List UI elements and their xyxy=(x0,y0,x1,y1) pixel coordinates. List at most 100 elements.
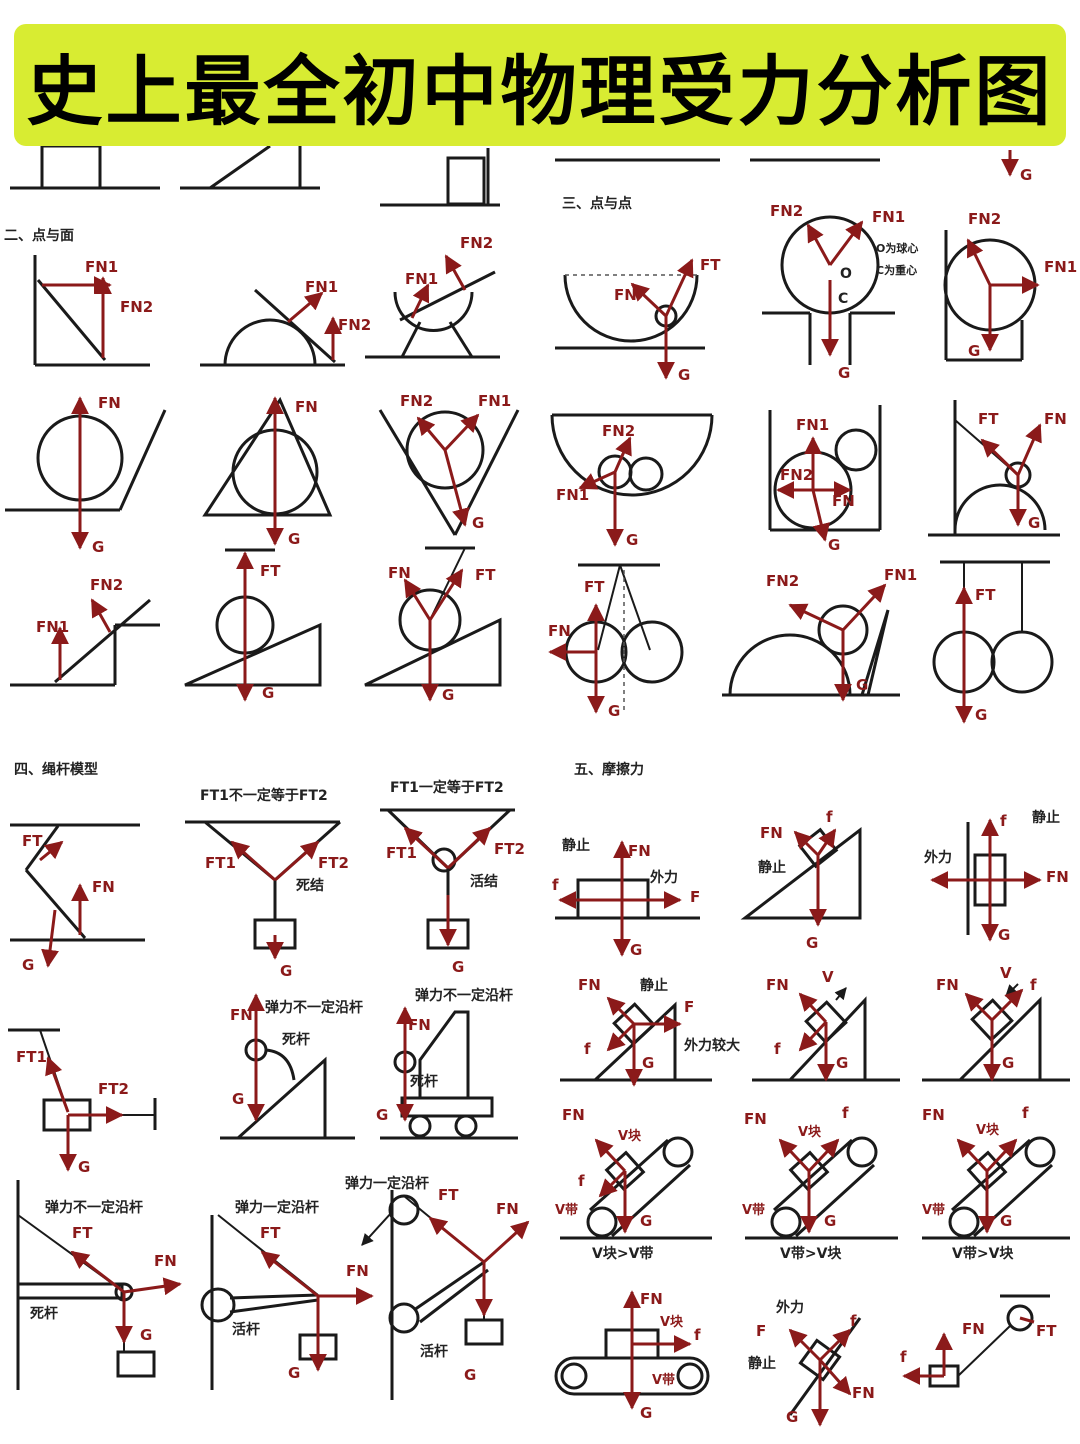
g-label: G xyxy=(608,702,620,720)
diagram-friction-block-on-incline: 静止 FN f G xyxy=(740,808,862,952)
g-label: G xyxy=(1000,1212,1012,1230)
diagram-elastic-not-along-dead-rod: 弹力不一定沿杆 死杆 FN G xyxy=(220,993,363,1140)
diagram-horizontal-conveyor: FN V块 f V带 G xyxy=(554,1290,710,1422)
ft-label: FT xyxy=(1036,1322,1057,1340)
ft1-eq-ft2-note: FT1一定等于FT2 xyxy=(390,779,504,796)
v-block-label: V块 xyxy=(798,1124,822,1140)
fn-label: FN xyxy=(346,1262,369,1280)
diagram-live-knot: FT1一定等于FT2 FT1 FT2 活结 G xyxy=(380,779,525,976)
f-small-label: f xyxy=(1000,812,1007,830)
static-label: 静止 xyxy=(758,859,786,876)
diagram-rope-rod-incline: FT FN G xyxy=(10,823,145,974)
f-small-label: f xyxy=(842,1104,849,1122)
g-label: G xyxy=(806,934,818,952)
fn-label: FN xyxy=(922,1106,945,1124)
fn-label: FN xyxy=(496,1200,519,1218)
diagram-ball-on-hemisphere-wall: FT FN G xyxy=(928,400,1067,537)
g-label: G xyxy=(975,706,987,724)
diagram-hung-ball-on-incline: FT G xyxy=(184,548,322,702)
g-label: G xyxy=(836,1054,848,1072)
external-force-label: 外力 xyxy=(924,849,952,866)
ft1-neq-ft2-note: FT1不一定等于FT2 xyxy=(200,787,328,804)
diagram-conveyor-block-faster: FN V块 f G V带 V块>V带 xyxy=(555,1106,712,1262)
f-big-label: F xyxy=(684,998,694,1016)
page-title: 史上最全初中物理受力分析图 xyxy=(26,47,1054,136)
g-label: G xyxy=(92,538,104,556)
v-block-label: V块 xyxy=(976,1122,1000,1138)
g-label: G xyxy=(786,1408,798,1426)
fn2-label: FN2 xyxy=(90,576,123,594)
elastic-along-rod-note: 弹力一定沿杆 xyxy=(235,1199,319,1216)
fn-label: FN xyxy=(408,1016,431,1034)
f-small-label: f xyxy=(584,1040,591,1058)
vbelt-gt-vblock-label: V带>V块 xyxy=(780,1246,842,1262)
fn2-label: FN2 xyxy=(460,234,493,252)
external-force-label: 外力 xyxy=(650,869,678,886)
dead-rod-label: 死杆 xyxy=(29,1305,58,1322)
section-friction: 五、摩擦力 xyxy=(574,761,644,778)
g-label: G xyxy=(824,1212,836,1230)
ft2-label: FT2 xyxy=(98,1080,129,1098)
diagram-friction-block-force: 静止 FN 外力 F f G xyxy=(552,837,700,959)
fn2-label: FN2 xyxy=(780,466,813,484)
fn-label: FN xyxy=(388,564,411,582)
fn-label: FN xyxy=(832,492,855,510)
diagram-hinge-dead-rod: 弹力不一定沿杆 死杆 FT FN G xyxy=(16,1180,182,1390)
fn-label: FN xyxy=(640,1290,663,1308)
static-label: 静止 xyxy=(640,977,668,994)
fn-label: FN xyxy=(230,1006,253,1024)
c-note: C为重心 xyxy=(876,263,917,277)
v-belt-label: V带 xyxy=(652,1372,675,1388)
fn2-label: FN2 xyxy=(766,572,799,590)
fn-label: FN xyxy=(744,1110,767,1128)
v-label: V xyxy=(1000,964,1012,982)
g-label: G xyxy=(288,1364,300,1382)
static-label: 静止 xyxy=(1032,809,1060,826)
g-label: G xyxy=(828,536,840,554)
v-block-label: V块 xyxy=(618,1128,642,1144)
g-label: G xyxy=(376,1106,388,1124)
fn2-label: FN2 xyxy=(602,422,635,440)
elastic-not-along-rod-note: 弹力不一定沿杆 xyxy=(45,1199,143,1216)
g-label: G xyxy=(22,956,34,974)
fn1-label: FN1 xyxy=(478,392,511,410)
live-knot-label: 活结 xyxy=(470,873,498,890)
g-label: G xyxy=(464,1366,476,1384)
g-label: G xyxy=(262,684,274,702)
ft2-label: FT2 xyxy=(494,840,525,858)
f-small-label: f xyxy=(826,808,833,826)
ft-label: FT xyxy=(475,566,496,584)
fn-label: FN xyxy=(154,1252,177,1270)
ft2-label: FT2 xyxy=(318,854,349,872)
g-label: G xyxy=(442,686,454,704)
v-belt-label: V带 xyxy=(922,1202,945,1218)
diagram-pulley-block-table: FN f FT xyxy=(900,1294,1057,1388)
diagram-two-hung-balls: FT FN G xyxy=(548,563,684,720)
o-note: O为球心 xyxy=(876,241,918,255)
diagram-ball-between-hemisphere-wedge: FN2 FN1 G xyxy=(722,566,917,702)
g-label: G xyxy=(856,676,868,694)
g-label: G xyxy=(968,342,980,360)
fn2-label: FN2 xyxy=(968,210,1001,228)
fn-label: FN xyxy=(562,1106,585,1124)
g-label: G xyxy=(678,366,690,384)
diagram-rod-on-semicircle: FN1 FN2 xyxy=(200,278,371,367)
diagram-friction-incline-external-force: 静止 FN F 外力较大 f G xyxy=(560,976,740,1087)
diagram-rod-in-bowl: FN1 FN2 xyxy=(365,234,500,359)
diagram-ball-on-notch: FN2 FN1 G O C O为球心 C为重心 xyxy=(762,202,918,382)
diagram-ball-in-v-groove: FN2 FN1 G xyxy=(378,392,520,536)
fn-label: FN xyxy=(578,976,601,994)
fn1-label: FN1 xyxy=(305,278,338,296)
fn-label: FN xyxy=(1046,868,1069,886)
fn-label: FN xyxy=(962,1320,985,1338)
diagram-two-balls-on-rods: FT G xyxy=(932,560,1054,724)
ft-label: FT xyxy=(260,1224,281,1242)
ft-label: FT xyxy=(260,562,281,580)
diagram-pulley-live-rod: 弹力一定沿杆 活杆 FT FN G xyxy=(345,1175,530,1400)
diagram-two-balls-in-box: FN1 FN FN2 G xyxy=(768,405,882,554)
diagram-rope-wall-block: FT1 FT2 G xyxy=(8,1028,157,1176)
dead-rod-label: 死杆 xyxy=(409,1073,438,1090)
f-small-label: f xyxy=(774,1040,781,1058)
g-label: G xyxy=(78,1158,90,1176)
f-small-label: f xyxy=(552,876,559,894)
